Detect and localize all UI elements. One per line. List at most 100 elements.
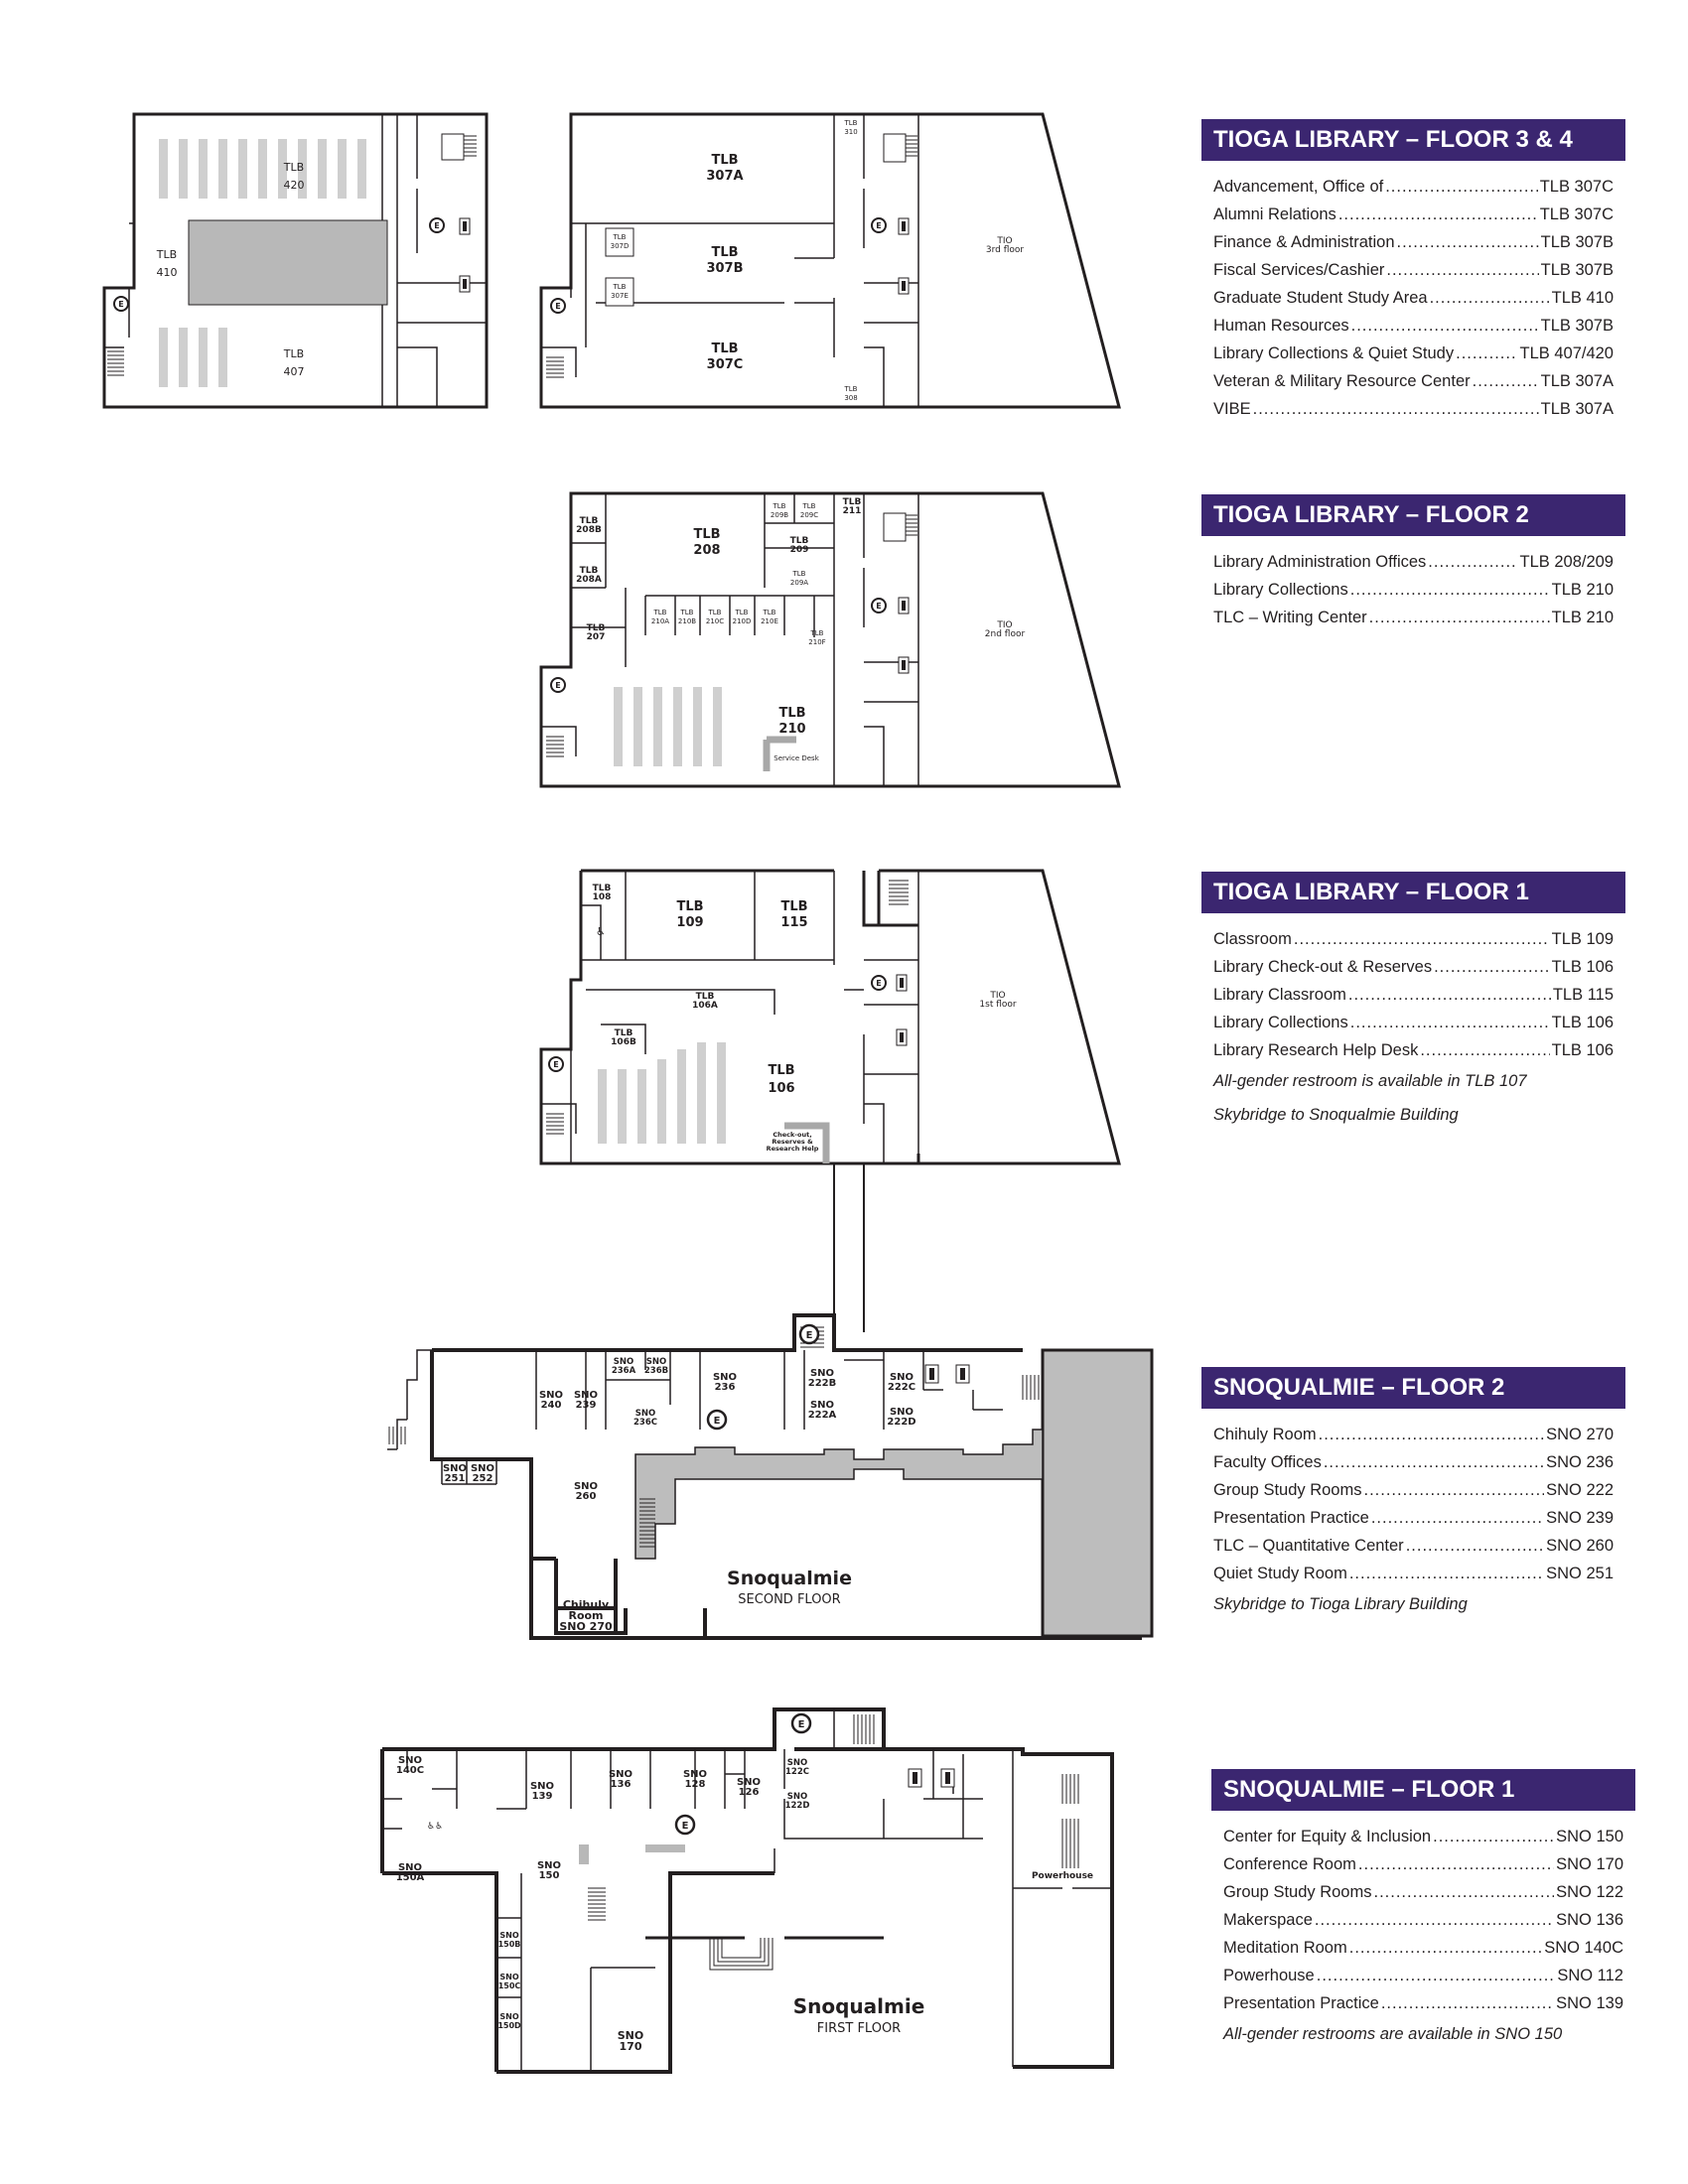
svg-text:E: E	[876, 979, 881, 988]
legend-item-room: SNO 136	[1556, 1911, 1623, 1929]
legend-tioga-floor-3-4: TIOGA LIBRARY – FLOOR 3 & 4 Advancement,…	[1201, 119, 1625, 423]
legend-item-name: Presentation Practice	[1213, 1509, 1369, 1527]
legend-item: Group Study RoomsSNO 222	[1213, 1476, 1614, 1504]
legend-item: Library CollectionsTLB 106	[1213, 1009, 1614, 1036]
legend-item-room: SNO 251	[1546, 1565, 1614, 1582]
elevator-icon: E	[871, 217, 887, 233]
corridor-shaded	[634, 1429, 1044, 1560]
legend-item-name: Veteran & Military Resource Center	[1213, 372, 1471, 390]
legend-item: Finance & AdministrationTLB 307B	[1213, 228, 1614, 256]
svg-text:E: E	[682, 1821, 689, 1832]
legend-item-name: Human Resources	[1213, 317, 1349, 335]
restroom-icon	[896, 1028, 908, 1046]
svg-text:E: E	[434, 221, 439, 230]
legend-item: Graduate Student Study AreaTLB 410	[1213, 284, 1614, 312]
leader-dots	[1369, 604, 1550, 631]
legend-item: Makerspace SNO 136	[1223, 1906, 1623, 1934]
legend-item: TLC – Quantitative CenterSNO 260	[1213, 1532, 1614, 1560]
svg-text:E: E	[555, 302, 560, 311]
legend-item-room: TLB 208/209	[1519, 553, 1615, 571]
legend-item-room: TLB 410	[1551, 289, 1614, 307]
svg-text:E: E	[118, 300, 123, 309]
svg-text:E: E	[876, 221, 881, 230]
svg-text:E: E	[798, 1719, 805, 1730]
legend-item-name: Classroom	[1213, 930, 1292, 948]
legend-item-name: TLC – Quantitative Center	[1213, 1537, 1404, 1555]
legend-item-name: Powerhouse	[1223, 1967, 1315, 1984]
legend-item-room: TLB 109	[1551, 930, 1614, 948]
svg-text:E: E	[553, 1060, 558, 1069]
legend-item: Advancement, Office ofTLB 307C	[1213, 173, 1614, 201]
legend-item: Presentation PracticeSNO 139	[1223, 1989, 1623, 2017]
legend-item-room: SNO 150	[1556, 1828, 1623, 1845]
legend-item: Faculty OfficesSNO 236	[1213, 1448, 1614, 1476]
leader-dots	[1456, 340, 1517, 367]
corridor-shaded	[579, 1844, 685, 1864]
legend-item-name: Library Check-out & Reserves	[1213, 958, 1433, 976]
restroom-icon	[924, 1364, 939, 1384]
leader-dots	[1381, 1989, 1554, 2017]
legend-tioga-floor-1: TIOGA LIBRARY – FLOOR 1 Classroom TLB 109…	[1201, 872, 1625, 1132]
svg-text:E: E	[876, 602, 881, 611]
leader-dots	[1319, 1421, 1545, 1448]
legend-item-room: SNO 170	[1556, 1855, 1623, 1873]
legend-item-room: TLB 307A	[1540, 372, 1614, 390]
restroom-icon	[940, 1768, 955, 1788]
legend-tioga-floor-2: TIOGA LIBRARY – FLOOR 2 Library Administ…	[1201, 494, 1625, 631]
legend-item-name: Library Collections	[1213, 581, 1348, 599]
shelving	[614, 687, 722, 766]
legend-title: TIOGA LIBRARY – FLOOR 3 & 4	[1201, 119, 1625, 161]
stairs-icon	[546, 133, 917, 378]
legend-item-name: Makerspace	[1223, 1911, 1313, 1929]
shelving	[598, 1042, 726, 1144]
leader-dots	[1253, 395, 1539, 423]
legend-item-room: TLB 307C	[1539, 205, 1614, 223]
legend-title: SNOQUALMIE – FLOOR 2	[1201, 1367, 1625, 1409]
legend-title: TIOGA LIBRARY – FLOOR 1	[1201, 872, 1625, 913]
restroom-icon	[908, 1768, 922, 1788]
shelving	[159, 139, 366, 387]
legend-note: All-gender restrooms are available in SN…	[1223, 2025, 1563, 2043]
service-desk	[763, 736, 796, 771]
floor-name: FIRST FLOOR	[817, 2021, 901, 2036]
legend-item-room: SNO 239	[1546, 1509, 1614, 1527]
room-label: Powerhouse	[1032, 1871, 1093, 1881]
elevator-icon: E	[871, 975, 887, 991]
elevator-icon: E	[871, 598, 887, 614]
legend-item-room: SNO 139	[1556, 1994, 1623, 2012]
accessible-icon: ♿	[596, 925, 606, 938]
legend-item-name: VIBE	[1213, 400, 1251, 418]
large-shaded-area	[1041, 1348, 1154, 1638]
legend-item-room: TLB 307C	[1539, 178, 1614, 196]
legend-title: TIOGA LIBRARY – FLOOR 2	[1201, 494, 1625, 536]
stairs-icon	[388, 1326, 1040, 1548]
leader-dots	[1473, 367, 1539, 395]
svg-text:E: E	[555, 681, 560, 690]
building-name: Snoqualmie	[793, 1994, 925, 2018]
leader-dots	[1397, 228, 1539, 256]
legend-item-name: Library Administration Offices	[1213, 553, 1427, 571]
